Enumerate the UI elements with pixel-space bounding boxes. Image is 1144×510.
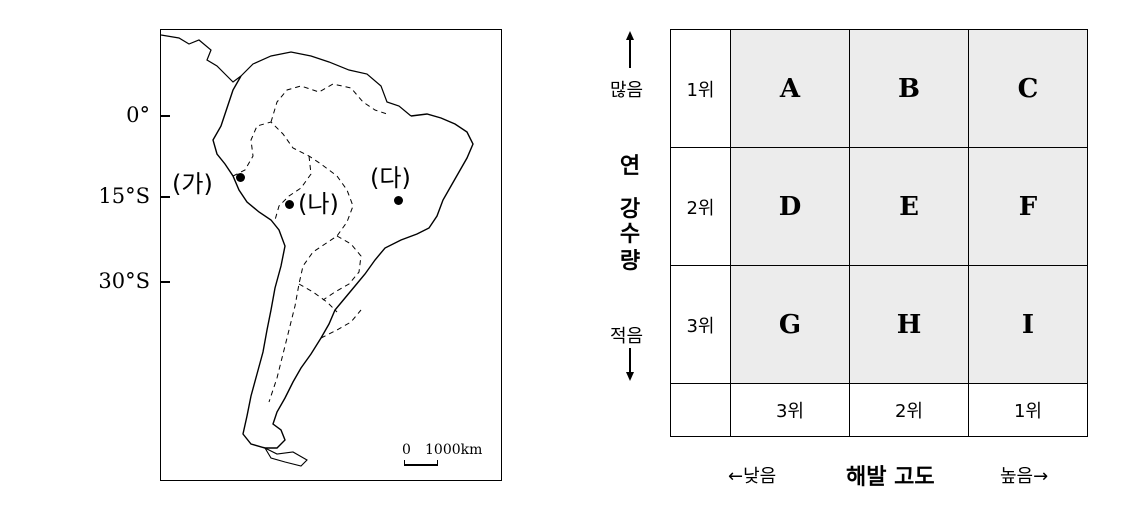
border-2 [270,83,388,123]
row-rank-3: 3위 [670,265,731,384]
table-row: 1위 A B C [670,29,1088,148]
arrow-down-icon [626,372,634,381]
x-low-label: ←낮음 [728,466,777,487]
cell-g: G [730,265,850,384]
place-label-da: (다) [370,164,411,192]
cell-d: D [730,147,850,266]
lat-tick-15s [160,196,170,198]
ylabel-char-2: 강 [619,197,641,222]
altitude-precipitation-table: 1위 A B C 2위 D E F 3위 G H I 3위 2위 1위 [670,29,1088,437]
cell-h: H [849,265,969,384]
col-rank-2: 2위 [849,383,969,437]
place-label-ga: (가) [172,170,213,198]
place-dot-ga [236,173,245,182]
corner-cell [670,383,731,437]
lat-label-30s: 30°S [98,269,150,293]
ylabel-char-3: 수 [619,222,641,247]
border-6 [320,309,362,339]
y-high-label: 많음 [610,80,644,101]
table-row: 2위 D E F [670,147,1088,266]
cell-c: C [968,29,1088,148]
ylabel-char-4: 량 [619,249,641,274]
lat-label-15s: 15°S [98,184,150,208]
lat-label-0: 0° [126,103,150,127]
south-america-outline [161,34,474,467]
cell-b: B [849,29,969,148]
arrow-up-icon [626,31,634,40]
arrow-down-shaft [629,348,631,374]
border-5 [298,283,338,313]
central-america-coast [161,34,242,83]
lat-tick-30s [160,281,170,283]
border-1 [232,121,354,403]
border-3 [274,155,312,221]
cell-f: F [968,147,1088,266]
cell-a: A [730,29,850,148]
ylabel-char-1: 연 [619,154,641,179]
place-label-na: (나) [298,190,339,218]
map-frame [160,29,502,481]
lat-tick-0 [160,115,170,117]
place-dot-da [394,196,403,205]
scale-distance: 1000km [425,442,483,458]
table-row: 3위 2위 1위 [670,383,1088,437]
continent-coastline [212,75,474,449]
row-rank-2: 2위 [670,147,731,266]
caribbean-coast [240,51,412,117]
table-row: 3위 G H I [670,265,1088,384]
cell-e: E [849,147,969,266]
border-4 [322,235,362,301]
col-rank-1: 3위 [730,383,850,437]
x-axis-title: 해발 고도 [846,465,935,490]
y-low-label: 적음 [610,326,644,347]
tierra-del-fuego [263,446,308,467]
arrow-up-shaft [629,38,631,68]
row-rank-1: 1위 [670,29,731,148]
scale-bar [404,460,438,466]
place-dot-na [285,200,294,209]
col-rank-3: 1위 [968,383,1088,437]
scale-zero: 0 [402,442,411,458]
cell-i: I [968,265,1088,384]
x-high-label: 높음→ [1000,466,1049,487]
